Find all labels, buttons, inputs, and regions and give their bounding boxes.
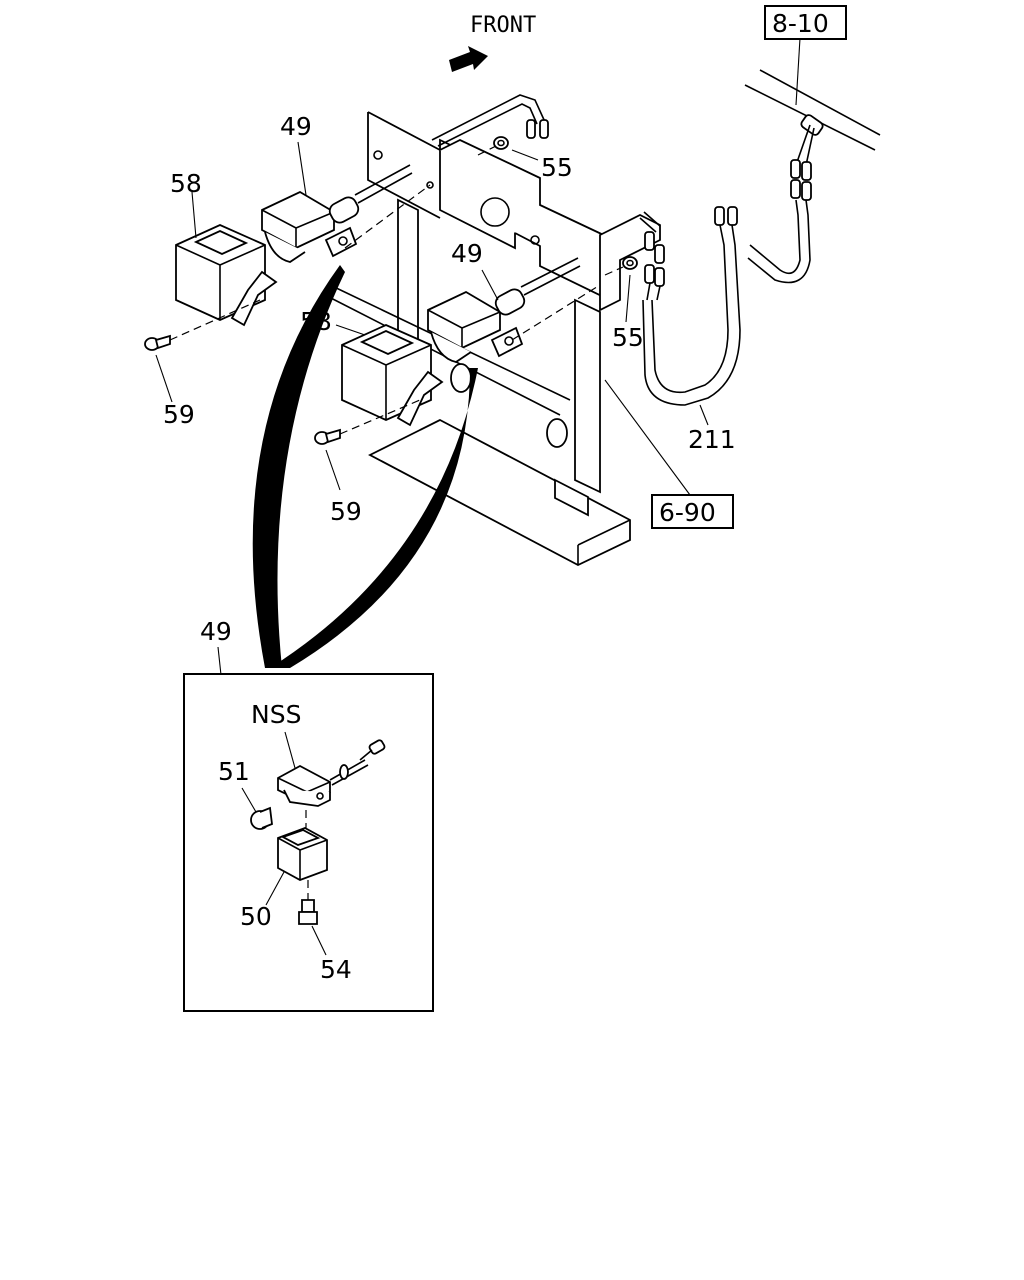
front-label: FRONT <box>470 13 536 38</box>
callout-50: 50 <box>240 902 272 931</box>
callout-55-right: 55 <box>612 323 644 352</box>
callout-nss: NSS <box>251 700 301 729</box>
nut-right: 55 <box>604 256 644 352</box>
callout-49-left: 49 <box>280 112 312 141</box>
harness-8-10: 8-10 <box>744 5 881 284</box>
ref-6-90[interactable]: 6-90 <box>659 498 716 527</box>
callout-59-right: 59 <box>330 497 362 526</box>
callout-51: 51 <box>218 757 250 786</box>
callout-211: 211 <box>688 425 736 454</box>
callout-49-detail: 49 <box>200 617 232 646</box>
lamp-left: 49 <box>261 112 434 263</box>
harness-211: 211 <box>639 206 741 454</box>
callout-58-left: 58 <box>170 169 202 198</box>
screw-right: 59 <box>314 399 421 526</box>
detail-leader <box>252 265 345 668</box>
detail-box: 49 NSS 51 50 54 <box>183 617 434 1012</box>
front-indicator: FRONT <box>449 13 536 72</box>
cover-left: 58 <box>170 169 278 327</box>
nut-top: 55 <box>477 136 573 182</box>
lamp-right: 49 <box>427 239 601 363</box>
callout-49-right: 49 <box>451 239 483 268</box>
front-arrow-icon <box>449 46 488 72</box>
callout-54: 54 <box>320 955 352 984</box>
callout-55-top: 55 <box>541 153 573 182</box>
ref-6-90-group: 6-90 <box>604 379 734 529</box>
ref-8-10[interactable]: 8-10 <box>772 9 829 38</box>
screw-left: 59 <box>144 299 261 429</box>
callout-59-left: 59 <box>163 400 195 429</box>
